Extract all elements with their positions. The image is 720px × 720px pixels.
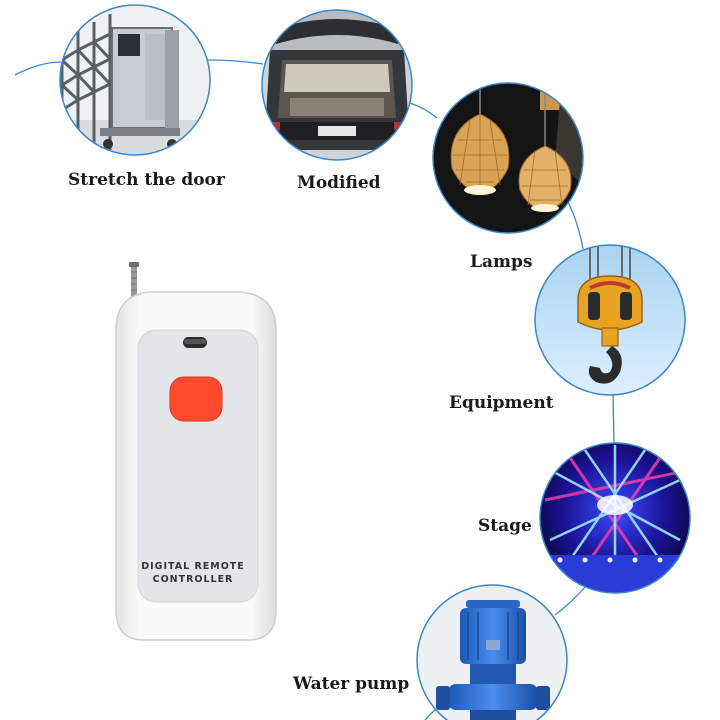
remote-button[interactable] bbox=[169, 376, 223, 422]
stretch-gate-photo bbox=[59, 4, 211, 156]
remote-text-line1: DIGITAL REMOTE bbox=[141, 561, 245, 572]
crane-hook-photo bbox=[534, 244, 686, 396]
remote-controller bbox=[115, 262, 277, 641]
remote-text-line2: CONTROLLER bbox=[152, 574, 234, 585]
label-equipment: Equipment bbox=[449, 393, 554, 413]
label-water-pump: Water pump bbox=[293, 674, 410, 694]
stage-lights-photo bbox=[539, 442, 691, 594]
connector-lines bbox=[14, 59, 615, 720]
label-lamps: Lamps bbox=[470, 252, 533, 272]
car-trunk-photo bbox=[261, 9, 413, 161]
label-stretch-the-door: Stretch the door bbox=[68, 170, 225, 190]
water-pump-photo bbox=[416, 584, 568, 720]
label-stage: Stage bbox=[478, 516, 532, 536]
label-modified: Modified bbox=[297, 173, 381, 193]
pendant-lamps-photo bbox=[432, 82, 584, 234]
